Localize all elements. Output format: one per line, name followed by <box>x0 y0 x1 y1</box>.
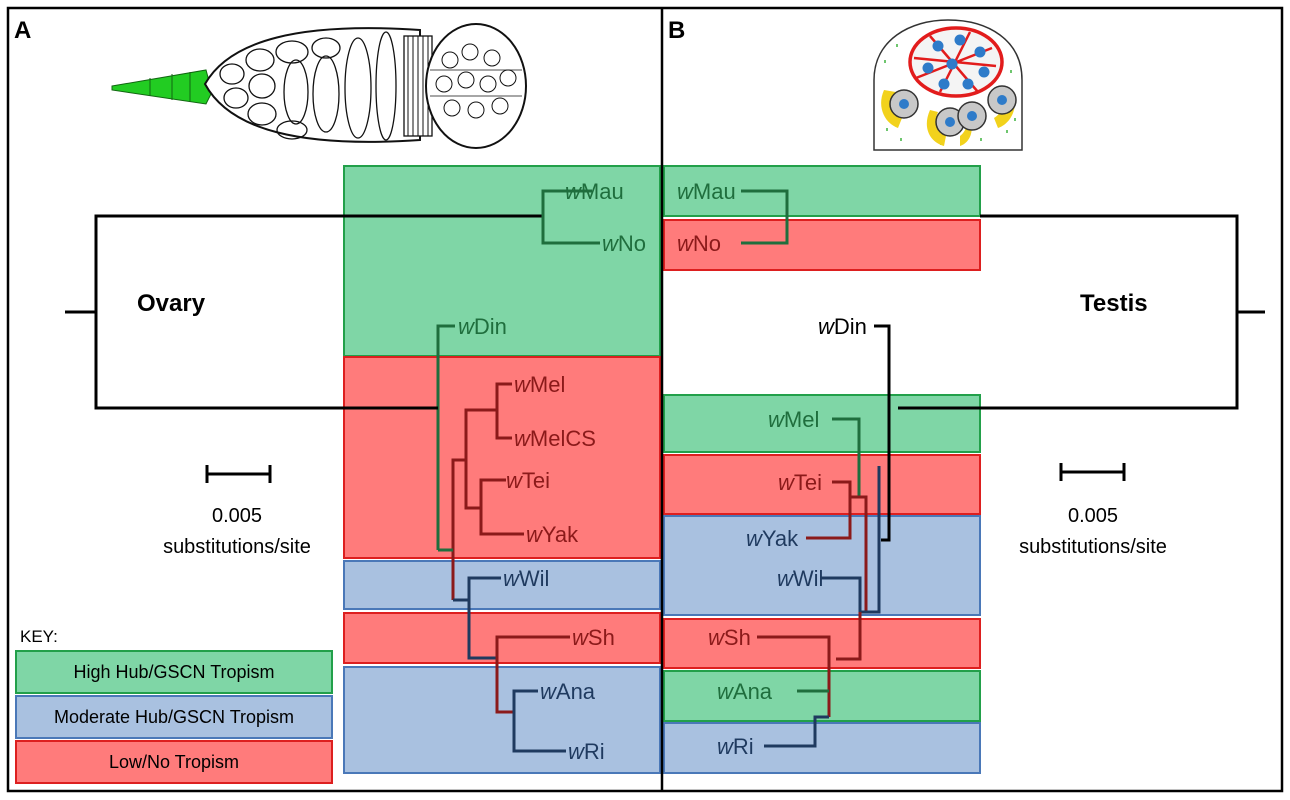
testis-band-low-2 <box>663 454 981 515</box>
testis-tree-branches <box>741 189 891 748</box>
testis-label-wyak: wYak <box>746 526 799 551</box>
ovariole-illustration <box>111 23 527 149</box>
testis-scale-value: 0.005 <box>1068 505 1118 527</box>
testis-scale-unit: substitutions/site <box>1019 536 1167 558</box>
testis-label-wdin: wDin <box>818 314 867 339</box>
ovary-scale-unit: substitutions/site <box>163 536 311 558</box>
ovary-tropism-bands <box>343 165 661 774</box>
testis-label-wno: wNo <box>677 231 721 256</box>
ovary-label-wno: wNo <box>602 231 646 256</box>
ovary-label-wri: wRi <box>568 739 605 764</box>
ovary-label-wdin: wDin <box>458 314 507 339</box>
testis-label-wmel: wMel <box>768 407 819 432</box>
testis-strain-labels: wMau wNo wDin wMel wTei wYak wWil wSh wA… <box>677 179 867 759</box>
ovary-scale-value: 0.005 <box>212 505 262 527</box>
legend-title: KEY: <box>20 627 58 646</box>
testis-band-moderate-1 <box>663 515 981 616</box>
testis-label: Testis <box>1080 290 1148 317</box>
legend-swatch-high <box>15 650 333 694</box>
figure-frame <box>6 6 1284 793</box>
ovary-label-wtei: wTei <box>506 468 550 493</box>
panel-b-letter: B <box>668 17 685 44</box>
ovary-band-high-1 <box>343 165 661 357</box>
testis-tropism-bands <box>663 165 981 774</box>
testis-band-low-1 <box>663 219 981 271</box>
ovary-label-wana: wAna <box>540 679 596 704</box>
legend-label-moderate: Moderate Hub/GSCN Tropism <box>54 707 294 727</box>
ovary-band-moderate-2 <box>343 666 661 774</box>
legend-swatch-moderate <box>15 695 333 739</box>
ovary-label: Ovary <box>137 290 206 317</box>
ovary-label-wyak: wYak <box>526 522 579 547</box>
testis-scale-bar <box>1059 463 1126 481</box>
testis-band-low-3 <box>663 618 981 669</box>
legend-label-low: Low/No Tropism <box>109 752 239 772</box>
ovary-label-wsh: wSh <box>572 625 615 650</box>
panel-a-letter: A <box>14 17 31 44</box>
testis-band-moderate-2 <box>663 722 981 774</box>
legend-swatch-low <box>15 740 333 784</box>
testis-label-wsh: wSh <box>708 625 751 650</box>
ovary-label-wmau: wMau <box>565 179 624 204</box>
testis-label-wtei: wTei <box>778 470 822 495</box>
tree-connector <box>65 214 1265 410</box>
ovary-label-wwil: wWil <box>503 566 549 591</box>
testis-label-wmau: wMau <box>677 179 736 204</box>
testis-label-wri: wRi <box>717 734 754 759</box>
ovary-tree-branches <box>431 189 600 753</box>
testis-band-high-3 <box>663 670 981 722</box>
ovary-scale-bar <box>205 465 272 483</box>
testis-band-high-2 <box>663 394 981 453</box>
ovary-label-wmel: wMel <box>514 372 565 397</box>
ovary-strain-labels: wMau wNo wDin wMel wMelCS wTei wYak wWil… <box>458 179 646 764</box>
ovary-label-wmelcs: wMelCS <box>514 426 596 451</box>
testis-band-high-1 <box>663 165 981 217</box>
ovary-band-low-1 <box>343 356 661 559</box>
testis-hub-illustration <box>873 19 1023 151</box>
legend-label-high: High Hub/GSCN Tropism <box>73 662 274 682</box>
legend: KEY: High Hub/GSCN Tropism Moderate Hub/… <box>15 627 333 784</box>
testis-label-wana: wAna <box>717 679 773 704</box>
testis-label-wwil: wWil <box>777 566 823 591</box>
ovary-band-moderate-1 <box>343 560 661 610</box>
